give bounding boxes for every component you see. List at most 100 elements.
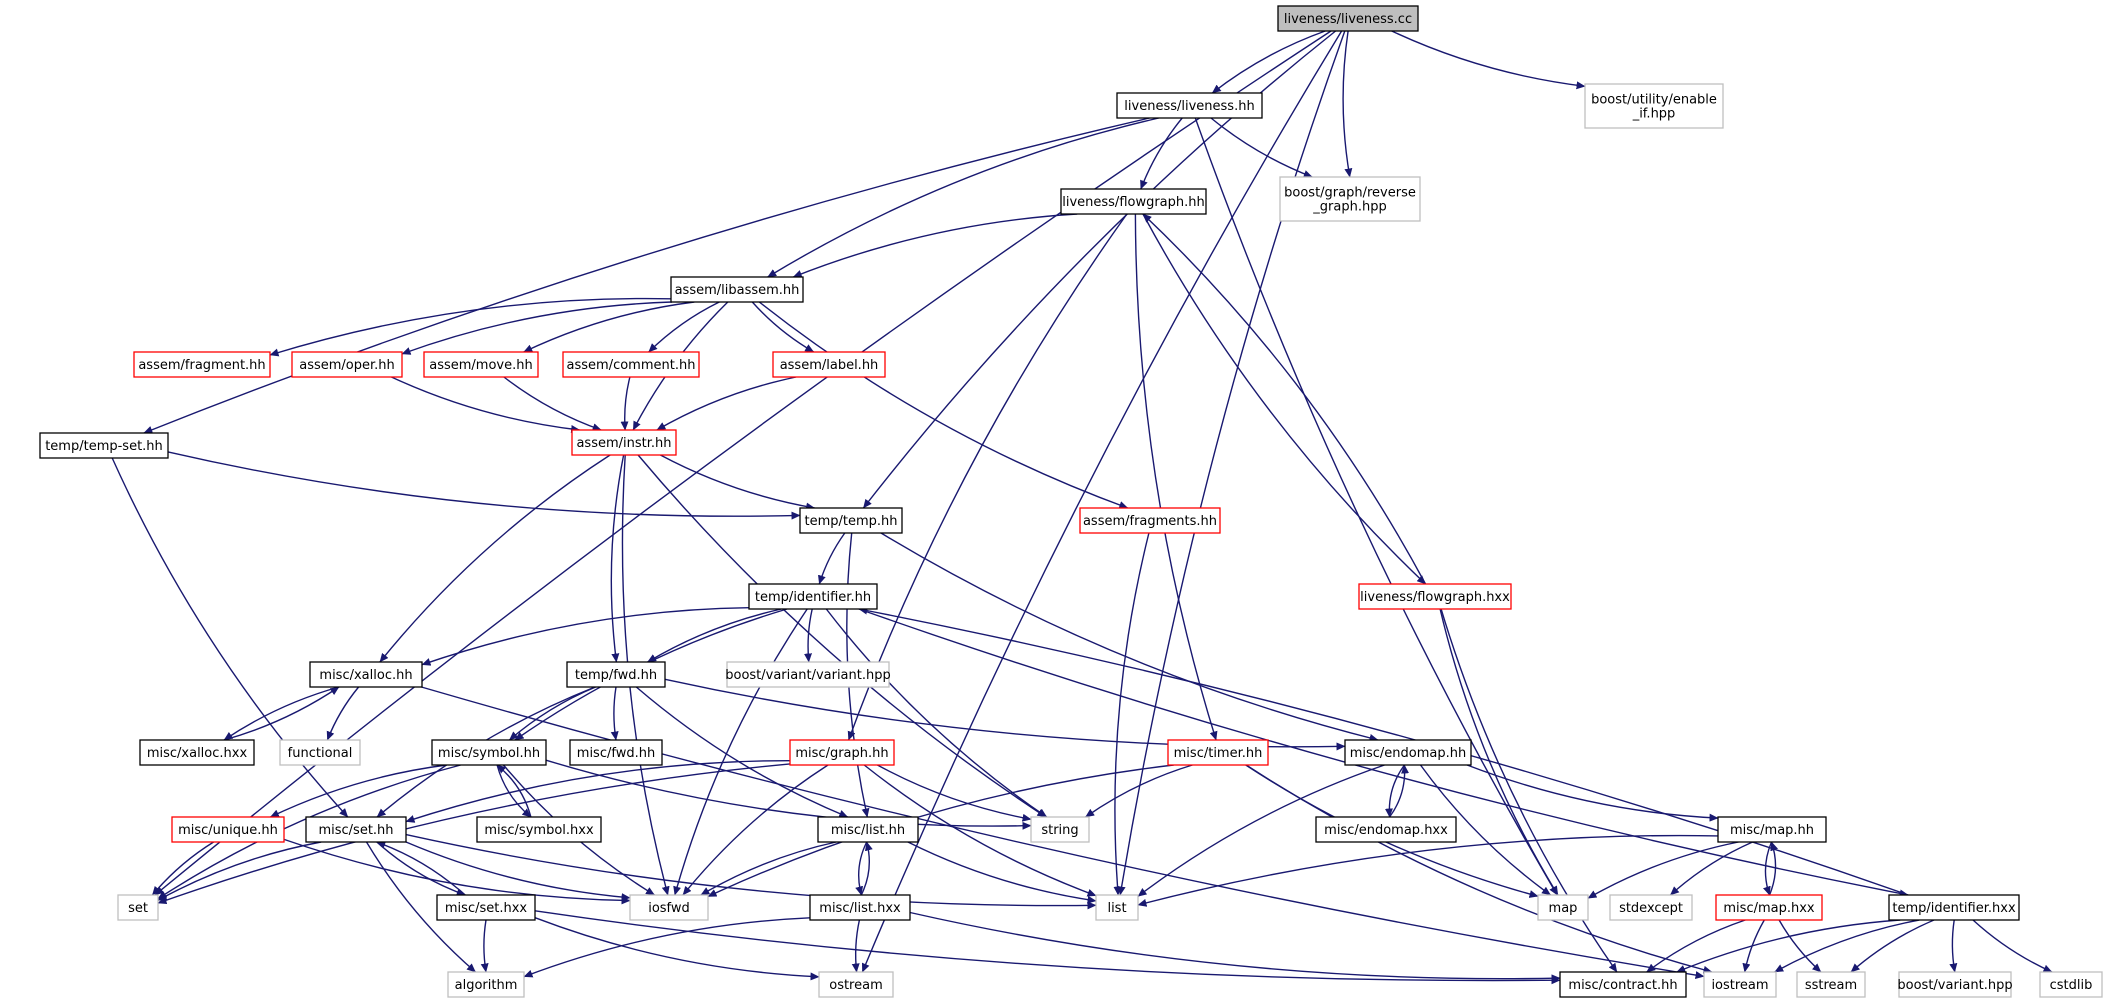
node-box-ostream[interactable] — [818, 971, 894, 998]
node-box-temp-identifier-hh[interactable] — [748, 583, 878, 610]
node-liveness-hh[interactable]: liveness/liveness.hh — [1116, 92, 1263, 119]
node-box-misc-graph-hh[interactable] — [789, 739, 895, 766]
node-box-misc-endomap-hh[interactable] — [1344, 739, 1472, 766]
node-box-algorithm[interactable] — [447, 971, 525, 998]
node-box-assem-libassem-hh[interactable] — [670, 276, 804, 303]
node-list[interactable]: list — [1095, 894, 1139, 921]
node-temp-identifier-hh[interactable]: temp/identifier.hh — [748, 583, 878, 610]
node-box-temp-temp-hh[interactable] — [799, 507, 903, 534]
node-box-assem-label-hh[interactable] — [772, 351, 886, 378]
node-misc-xalloc-hxx[interactable]: misc/xalloc.hxx — [139, 739, 255, 766]
node-iostream[interactable]: iostream — [1703, 971, 1777, 998]
node-box-liveness-flowgraph-hxx[interactable] — [1358, 583, 1512, 610]
node-box-misc-list-hxx[interactable] — [809, 894, 911, 921]
node-box-functional[interactable] — [279, 739, 361, 766]
node-box-sstream[interactable] — [1796, 971, 1866, 998]
node-map[interactable]: map — [1537, 894, 1589, 921]
node-box-boost-reverse-graph[interactable] — [1279, 176, 1421, 222]
node-box-iosfwd[interactable] — [629, 894, 709, 921]
node-box-temp-identifier-hxx[interactable] — [1888, 894, 2020, 921]
node-box-map[interactable] — [1537, 894, 1589, 921]
node-boost-variant-variant[interactable]: boost/variant/variant.hpp — [725, 661, 891, 688]
node-misc-set-hh[interactable]: misc/set.hh — [305, 816, 407, 843]
node-box-misc-list-hh[interactable] — [817, 816, 919, 843]
node-box-string[interactable] — [1030, 816, 1090, 843]
node-box-assem-comment-hh[interactable] — [562, 351, 700, 378]
node-box-misc-fwd-hh[interactable] — [569, 739, 663, 766]
node-box-misc-xalloc-hh[interactable] — [309, 661, 423, 688]
node-misc-map-hxx[interactable]: misc/map.hxx — [1715, 894, 1823, 921]
node-box-temp-temp-set-hh[interactable] — [39, 432, 169, 459]
node-assem-fragment-hh[interactable]: assem/fragment.hh — [133, 351, 271, 378]
node-set[interactable]: set — [117, 894, 159, 921]
node-misc-list-hxx[interactable]: misc/list.hxx — [809, 894, 911, 921]
node-temp-temp-hh[interactable]: temp/temp.hh — [799, 507, 903, 534]
node-misc-fwd-hh[interactable]: misc/fwd.hh — [569, 739, 663, 766]
node-iosfwd[interactable]: iosfwd — [629, 894, 709, 921]
node-box-misc-contract-hh[interactable] — [1559, 971, 1687, 998]
node-box-misc-symbol-hh[interactable] — [431, 739, 547, 766]
node-box-liveness-cc[interactable] — [1277, 5, 1419, 32]
node-liveness-cc[interactable]: liveness/liveness.cc — [1277, 5, 1419, 32]
node-assem-oper-hh[interactable]: assem/oper.hh — [291, 351, 403, 378]
node-assem-instr-hh[interactable]: assem/instr.hh — [571, 429, 677, 456]
node-box-liveness-flowgraph-hh[interactable] — [1060, 188, 1207, 215]
node-box-misc-symbol-hxx[interactable] — [476, 816, 602, 843]
node-algorithm[interactable]: algorithm — [447, 971, 525, 998]
node-misc-symbol-hh[interactable]: misc/symbol.hh — [431, 739, 547, 766]
node-cstdlib[interactable]: cstdlib — [2039, 971, 2103, 998]
node-assem-libassem-hh[interactable]: assem/libassem.hh — [670, 276, 804, 303]
node-box-assem-fragments-hh[interactable] — [1079, 507, 1221, 534]
node-temp-temp-set-hh[interactable]: temp/temp-set.hh — [39, 432, 169, 459]
node-temp-identifier-hxx[interactable]: temp/identifier.hxx — [1888, 894, 2020, 921]
node-box-misc-xalloc-hxx[interactable] — [139, 739, 255, 766]
node-liveness-flowgraph-hh[interactable]: liveness/flowgraph.hh — [1060, 188, 1207, 215]
node-boost-reverse-graph[interactable]: boost/graph/reverse_graph.hpp — [1279, 176, 1421, 222]
node-box-misc-unique-hh[interactable] — [171, 816, 285, 843]
node-boost-enable-if[interactable]: boost/utility/enable_if.hpp — [1584, 83, 1724, 129]
node-box-set[interactable] — [117, 894, 159, 921]
node-box-misc-set-hxx[interactable] — [436, 894, 536, 921]
node-box-assem-fragment-hh[interactable] — [133, 351, 271, 378]
node-sstream[interactable]: sstream — [1796, 971, 1866, 998]
node-assem-fragments-hh[interactable]: assem/fragments.hh — [1079, 507, 1221, 534]
node-misc-contract-hh[interactable]: misc/contract.hh — [1559, 971, 1687, 998]
node-functional[interactable]: functional — [279, 739, 361, 766]
node-misc-xalloc-hh[interactable]: misc/xalloc.hh — [309, 661, 423, 688]
node-box-boost-variant-variant[interactable] — [726, 661, 890, 688]
node-box-misc-map-hh[interactable] — [1717, 816, 1827, 843]
node-assem-move-hh[interactable]: assem/move.hh — [423, 351, 539, 378]
node-box-misc-timer-hh[interactable] — [1167, 739, 1269, 766]
node-misc-list-hh[interactable]: misc/list.hh — [817, 816, 919, 843]
node-box-assem-instr-hh[interactable] — [571, 429, 677, 456]
node-box-misc-endomap-hxx[interactable] — [1315, 816, 1457, 843]
node-assem-comment-hh[interactable]: assem/comment.hh — [562, 351, 700, 378]
node-liveness-flowgraph-hxx[interactable]: liveness/flowgraph.hxx — [1358, 583, 1512, 610]
node-box-misc-set-hh[interactable] — [305, 816, 407, 843]
node-misc-timer-hh[interactable]: misc/timer.hh — [1167, 739, 1269, 766]
node-misc-unique-hh[interactable]: misc/unique.hh — [171, 816, 285, 843]
node-misc-set-hxx[interactable]: misc/set.hxx — [436, 894, 536, 921]
node-box-stdexcept[interactable] — [1609, 894, 1693, 921]
node-misc-graph-hh[interactable]: misc/graph.hh — [789, 739, 895, 766]
node-box-cstdlib[interactable] — [2039, 971, 2103, 998]
node-box-iostream[interactable] — [1703, 971, 1777, 998]
node-stdexcept[interactable]: stdexcept — [1609, 894, 1693, 921]
node-assem-label-hh[interactable]: assem/label.hh — [772, 351, 886, 378]
node-box-misc-map-hxx[interactable] — [1715, 894, 1823, 921]
node-ostream[interactable]: ostream — [818, 971, 894, 998]
node-string[interactable]: string — [1030, 816, 1090, 843]
node-box-assem-oper-hh[interactable] — [291, 351, 403, 378]
node-misc-symbol-hxx[interactable]: misc/symbol.hxx — [476, 816, 602, 843]
node-misc-endomap-hh[interactable]: misc/endomap.hh — [1344, 739, 1472, 766]
node-temp-fwd-hh[interactable]: temp/fwd.hh — [566, 661, 666, 688]
node-boost-variant-hpp[interactable]: boost/variant.hpp — [1897, 971, 2013, 998]
node-misc-endomap-hxx[interactable]: misc/endomap.hxx — [1315, 816, 1457, 843]
node-box-assem-move-hh[interactable] — [423, 351, 539, 378]
node-box-liveness-hh[interactable] — [1116, 92, 1263, 119]
node-box-boost-enable-if[interactable] — [1584, 83, 1724, 129]
node-box-list[interactable] — [1095, 894, 1139, 921]
node-box-temp-fwd-hh[interactable] — [566, 661, 666, 688]
node-misc-map-hh[interactable]: misc/map.hh — [1717, 816, 1827, 843]
node-box-boost-variant-hpp[interactable] — [1898, 971, 2012, 998]
